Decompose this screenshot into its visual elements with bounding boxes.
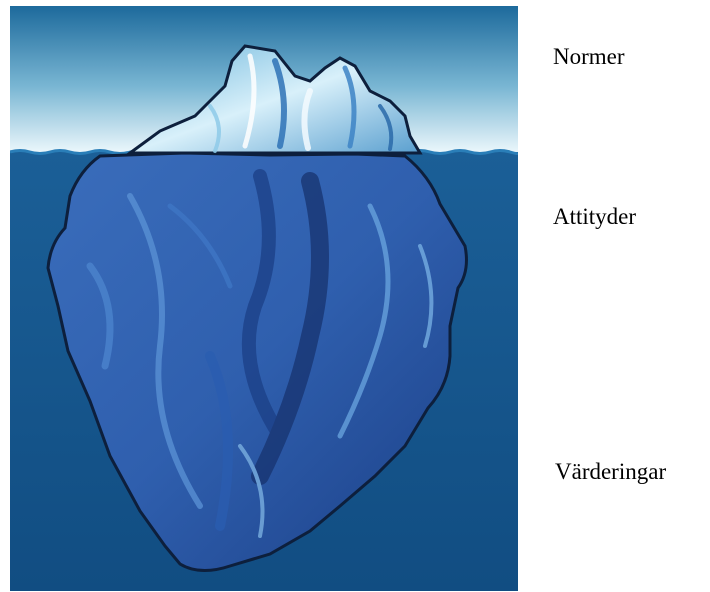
label-varderingar: Värderingar	[555, 460, 666, 483]
label-attityder: Attityder	[553, 205, 636, 228]
iceberg-illustration	[10, 6, 518, 591]
iceberg-svg	[10, 6, 518, 591]
label-normer: Normer	[553, 45, 625, 68]
